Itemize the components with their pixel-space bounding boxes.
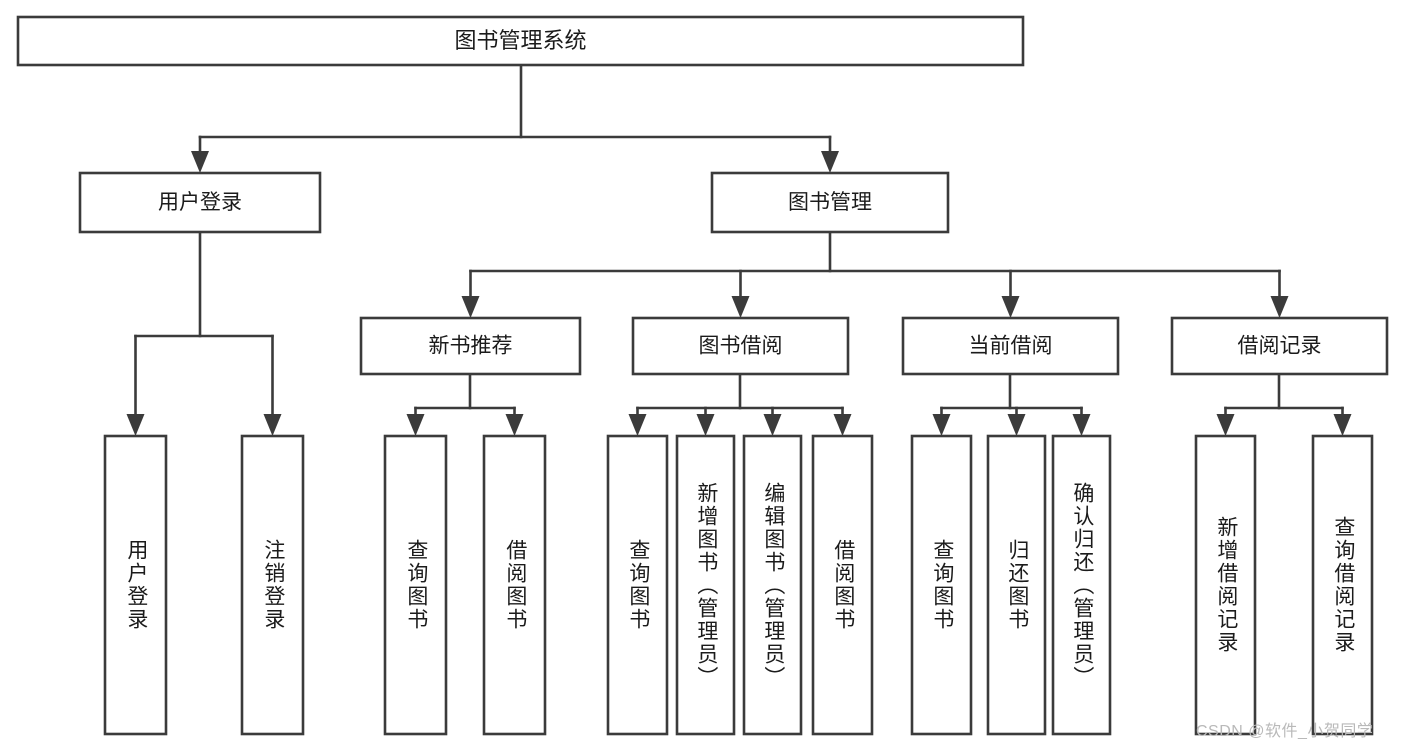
- node-box-leaf-add-record[interactable]: [1194, 434, 1257, 736]
- watermark-csdn: CSDN @软件_小贺同学: [1196, 723, 1374, 740]
- arrow-head-icon: [696, 414, 715, 436]
- node-box-borrow-record[interactable]: [1170, 316, 1389, 376]
- node-box-leaf-query-book-3[interactable]: [910, 434, 973, 736]
- arrow-head-icon: [628, 414, 647, 436]
- node-label-borrow-record: 借阅记录: [1238, 335, 1322, 358]
- arrow-head-icon: [1001, 296, 1020, 318]
- node-box-leaf-borrow-book-1[interactable]: [482, 434, 547, 736]
- arrow-head-icon: [406, 414, 425, 436]
- node-box-leaf-add-book[interactable]: [675, 434, 736, 736]
- node-box-leaf-confirm-return[interactable]: [1051, 434, 1112, 736]
- node-label-book-borrow: 图书借阅: [699, 335, 783, 358]
- node-box-current-borrow[interactable]: [901, 316, 1120, 376]
- arrow-head-icon: [821, 151, 839, 173]
- arrow-head-icon: [731, 296, 750, 318]
- arrow-head-icon: [1270, 296, 1289, 318]
- arrow-head-icon: [191, 151, 209, 173]
- node-label-user-login: 用户登录: [158, 191, 242, 214]
- node-box-leaf-query-book-1[interactable]: [383, 434, 448, 736]
- node-box-leaf-edit-book[interactable]: [742, 434, 803, 736]
- arrow-head-icon: [1216, 414, 1235, 436]
- arrow-head-icon: [263, 414, 282, 436]
- node-box-new-book-recommend[interactable]: [359, 316, 582, 376]
- node-box-book-borrow[interactable]: [631, 316, 850, 376]
- arrow-head-icon: [126, 414, 145, 436]
- node-box-leaf-borrow-book-2[interactable]: [811, 434, 874, 736]
- node-box-leaf-query-book-2[interactable]: [606, 434, 669, 736]
- node-label-book-manage: 图书管理: [788, 191, 872, 214]
- arrow-head-icon: [763, 414, 782, 436]
- node-box-leaf-user-logout[interactable]: [240, 434, 305, 736]
- arrow-head-icon: [1007, 414, 1026, 436]
- arrow-head-icon: [833, 414, 852, 436]
- arrow-head-icon: [1072, 414, 1091, 436]
- node-box-user-login[interactable]: [78, 171, 322, 234]
- node-box-root[interactable]: [16, 15, 1025, 67]
- node-box-leaf-user-login[interactable]: [103, 434, 168, 736]
- node-box-leaf-query-record[interactable]: [1311, 434, 1374, 736]
- arrow-head-icon: [461, 296, 480, 318]
- node-label-current-borrow: 当前借阅: [969, 335, 1053, 358]
- arrow-head-icon: [932, 414, 951, 436]
- arrow-head-icon: [1333, 414, 1352, 436]
- connectors-layer: [126, 63, 1352, 436]
- arrow-head-icon: [505, 414, 524, 436]
- node-box-leaf-return-book[interactable]: [986, 434, 1047, 736]
- node-label-root: 图书管理系统: [454, 28, 586, 53]
- node-box-book-manage[interactable]: [710, 171, 950, 234]
- node-label-new-book-recommend: 新书推荐: [429, 335, 513, 358]
